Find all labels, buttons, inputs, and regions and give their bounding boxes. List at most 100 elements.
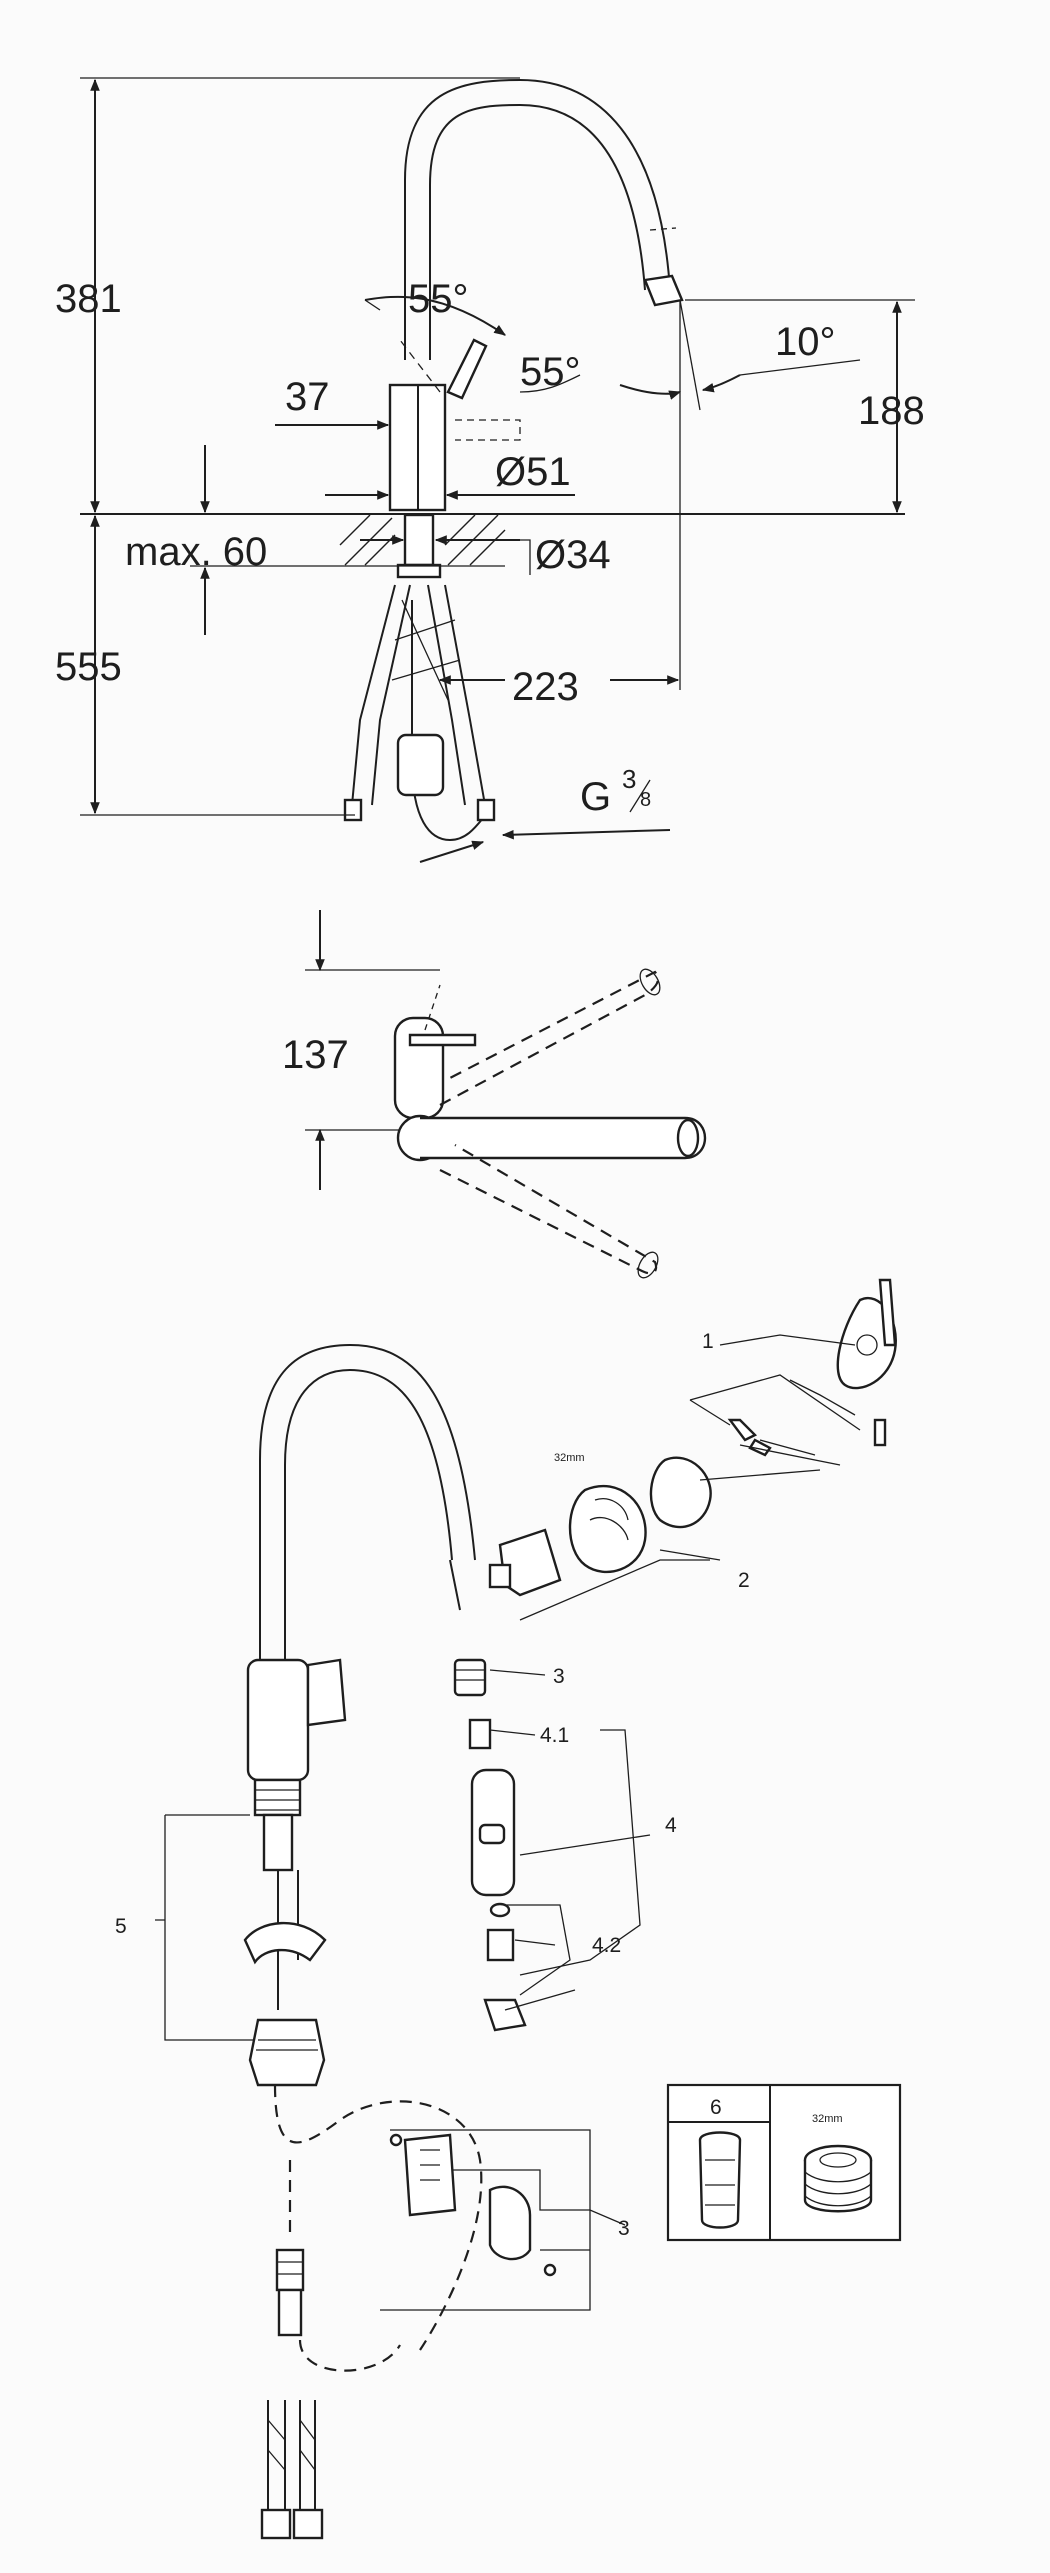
ex-set-screw-small: [727, 1418, 758, 1442]
spout-angle-ref: [679, 299, 701, 411]
ex-cartridge-nut-ridge2: [589, 1516, 629, 1541]
dim-g38-left: [419, 840, 485, 863]
leader-4: [519, 1834, 651, 1856]
ex-hose-route-1: [273, 2084, 483, 2351]
part-label-4-2: 4.2: [592, 1934, 621, 1957]
dim-angle-top-text: 55°: [408, 277, 469, 321]
part-label-1: 1: [702, 1330, 714, 1353]
ex-ring-nut: [649, 1456, 712, 1529]
tool-cartridge-6-bands: [705, 2159, 735, 2206]
ex-body-thread: [253, 1778, 302, 1817]
ex-supply-nut-right: [292, 2508, 324, 2540]
hose-right-a: [444, 584, 486, 806]
leader-1-f: [699, 1469, 821, 1481]
dim-max60-text: max. 60: [125, 530, 267, 574]
hose-left-a: [351, 584, 396, 806]
plan-spray-up: [639, 968, 661, 996]
leader-3-a: [489, 1669, 546, 1676]
ex-supply-braid: [267, 2419, 316, 2471]
exploded-view: 32mm 1 2 3 4.1 4 4.2 5 3: [115, 1278, 897, 2540]
connector-right: [476, 798, 496, 822]
dim-g-num: 3: [622, 764, 636, 794]
mounting-shank: [403, 513, 435, 567]
dim-10-text: 10°: [775, 320, 836, 364]
leader-5: [155, 1814, 255, 2041]
ex-clip-bracket: [403, 2133, 457, 2217]
plan-spray-down: [637, 1251, 659, 1279]
ex-supply-nut-left: [260, 2508, 292, 2540]
ex-pull-hose: [449, 1559, 461, 1611]
dim-angle-top-tick: [364, 299, 381, 311]
ex-o-ring: [489, 1902, 511, 1918]
ex-washer-5: [243, 1921, 327, 1965]
connector-left: [343, 798, 363, 822]
dim-g-den: 8: [640, 789, 651, 811]
spout-outline-outer: [404, 78, 671, 360]
dim-10-arc-right: [701, 374, 741, 393]
ex-spray-button: [478, 1823, 506, 1845]
ex-hose-end: [275, 2248, 305, 2292]
ex-lever-stem: [878, 1278, 897, 1347]
ex-nut-5-ridges: [256, 2039, 318, 2051]
leader-1-e: [739, 1444, 841, 1466]
ex-wrench-size-text: 32mm: [554, 1452, 585, 1464]
ex-thread-lines: [255, 1789, 300, 1811]
ex-shank: [262, 1813, 294, 1872]
dim-g38-right: [501, 829, 671, 840]
ex-body: [246, 1658, 310, 1782]
part-label-5: 5: [115, 1915, 127, 1938]
tool-socket-hole: [819, 2152, 857, 2168]
tools-wrench-size: 32mm: [812, 2113, 843, 2125]
leader-3b-box: [380, 2129, 591, 2311]
dim-188-text: 188: [858, 389, 925, 433]
ex-part-4-1: [468, 1718, 492, 1750]
ex-spout-outer: [259, 1343, 476, 1660]
part-label-3b: 3: [618, 2217, 630, 2240]
faucet-plan-view: 137: [282, 910, 707, 1279]
leader-1-c: [689, 1399, 816, 1456]
leader-2-a: [659, 1549, 721, 1561]
ex-supply-hose-left: [267, 2400, 286, 2510]
faucet-side-view: 381 555 max. 60 37 Ø51 Ø34 55° 55°: [55, 77, 925, 863]
plan-body: [393, 1016, 445, 1120]
leader-3b-a: [440, 2169, 626, 2226]
hose-right-b: [427, 584, 466, 806]
leader-4-2-b: [514, 1939, 556, 1946]
hose-left-b: [371, 584, 411, 806]
dim-10-arc-left: [619, 384, 682, 400]
ex-part-4-2b: [483, 1998, 527, 2032]
ex-weight: [488, 2185, 532, 2261]
mounting-nut: [396, 563, 442, 579]
tool-socket-rings: [804, 2171, 872, 2207]
dim-34-leader: [520, 539, 531, 575]
dim-51-text: Ø51: [495, 450, 571, 494]
dim-g-fraction-bar: [629, 779, 651, 813]
dim-34-text: Ø34: [535, 533, 611, 577]
leader-1-a: [719, 1334, 856, 1346]
hose-weight: [396, 733, 445, 797]
dim-223-text: 223: [512, 665, 579, 709]
leader-2-b: [519, 1559, 710, 1621]
ex-hose-end-ridges: [277, 2261, 303, 2275]
part-label-4-1: 4.1: [540, 1724, 569, 1747]
dim-angle-side-text: 55°: [520, 350, 581, 394]
tools-label-6: 6: [710, 2096, 722, 2119]
dim-381-text: 381: [55, 277, 122, 321]
dim-10-leader: [739, 359, 861, 376]
leader-1-d: [789, 1379, 856, 1416]
plan-spout: [420, 1116, 707, 1160]
ex-lever-hole: [856, 1334, 878, 1356]
lever-swing-path: [399, 339, 441, 393]
lever-side-dashed: [455, 419, 521, 441]
ex-cartridge-nut-ridge1: [594, 1498, 629, 1521]
ex-spout-inner: [284, 1368, 453, 1660]
plan-lever: [408, 1033, 477, 1047]
leader-1-b: [689, 1374, 861, 1431]
ex-hose-end-body: [277, 2288, 303, 2337]
lever-upright: [446, 338, 488, 400]
spray-head-marking: [649, 227, 677, 231]
plan-spray-end: [676, 1118, 700, 1158]
ex-nut-5: [248, 2018, 326, 2087]
